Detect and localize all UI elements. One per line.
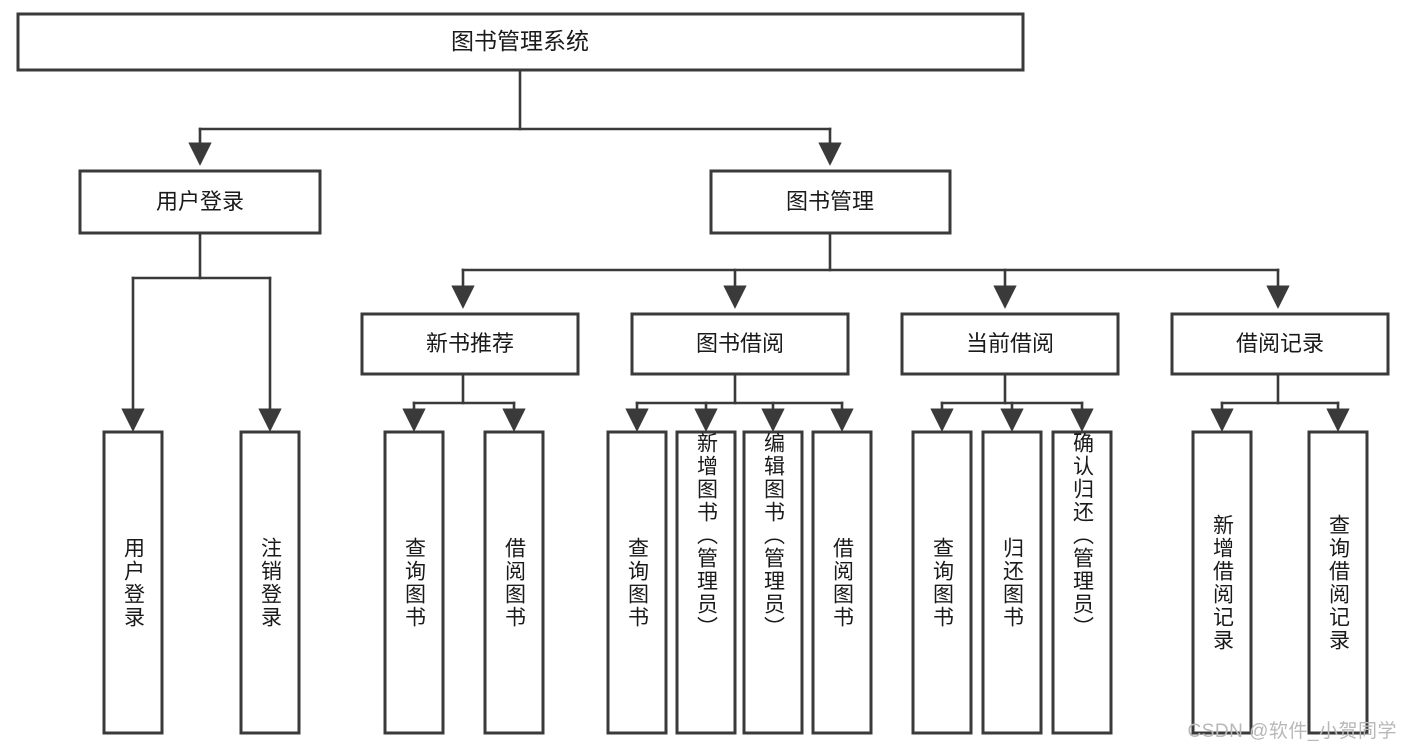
user-login-box[interactable]	[78, 169, 322, 235]
node-user-login[interactable]: 用户登录	[78, 169, 322, 235]
leaf-query-record-box[interactable]	[1307, 430, 1369, 735]
leaf-borrow-book-2-box[interactable]	[811, 430, 873, 735]
current-borrow-box[interactable]	[900, 312, 1120, 376]
borrow-record-box[interactable]	[1170, 312, 1390, 376]
leaf-query-book-1-box[interactable]	[383, 430, 445, 735]
node-root[interactable]: 图书管理系统	[16, 12, 1025, 72]
leaf-borrow-book-1-box[interactable]	[483, 430, 545, 735]
leaf-confirm-return-box[interactable]	[1051, 430, 1113, 735]
leaf-logout-login-box[interactable]	[239, 430, 301, 735]
borrow-record-label: 借阅记录	[1236, 331, 1324, 356]
node-borrow-record[interactable]: 借阅记录	[1170, 312, 1390, 376]
new-book-recommend-label: 新书推荐	[426, 331, 514, 356]
edge-layer	[121, 68, 1350, 432]
node-book-management[interactable]: 图书管理	[709, 169, 952, 235]
root-label: 图书管理系统	[451, 28, 589, 54]
node-current-borrow[interactable]: 当前借阅	[900, 312, 1120, 376]
leaf-return-book-box[interactable]	[981, 430, 1043, 735]
leaf-add-record-box[interactable]	[1191, 430, 1253, 735]
csdn-watermark: CSDN @软件_小贺同学	[1187, 721, 1397, 742]
book-borrow-box[interactable]	[630, 312, 850, 376]
new-book-recommend-box[interactable]	[360, 312, 580, 376]
book-borrow-label: 图书借阅	[696, 331, 784, 356]
node-new-book-recommend[interactable]: 新书推荐	[360, 312, 580, 376]
book-management-box[interactable]	[709, 169, 952, 235]
node-book-borrow[interactable]: 图书借阅	[630, 312, 850, 376]
root-box[interactable]	[16, 12, 1025, 72]
leaf-edit-book-box[interactable]	[742, 430, 804, 735]
leaf-query-book-2-box[interactable]	[606, 430, 668, 735]
leaf-query-book-3-box[interactable]	[911, 430, 973, 735]
leaf-user-login-box[interactable]	[102, 430, 164, 735]
book-management-label: 图书管理	[786, 189, 874, 214]
user-login-label: 用户登录	[156, 189, 244, 214]
leaf-add-book-box[interactable]	[675, 430, 737, 735]
current-borrow-label: 当前借阅	[966, 331, 1054, 356]
leaf-box-layer	[102, 430, 1369, 735]
